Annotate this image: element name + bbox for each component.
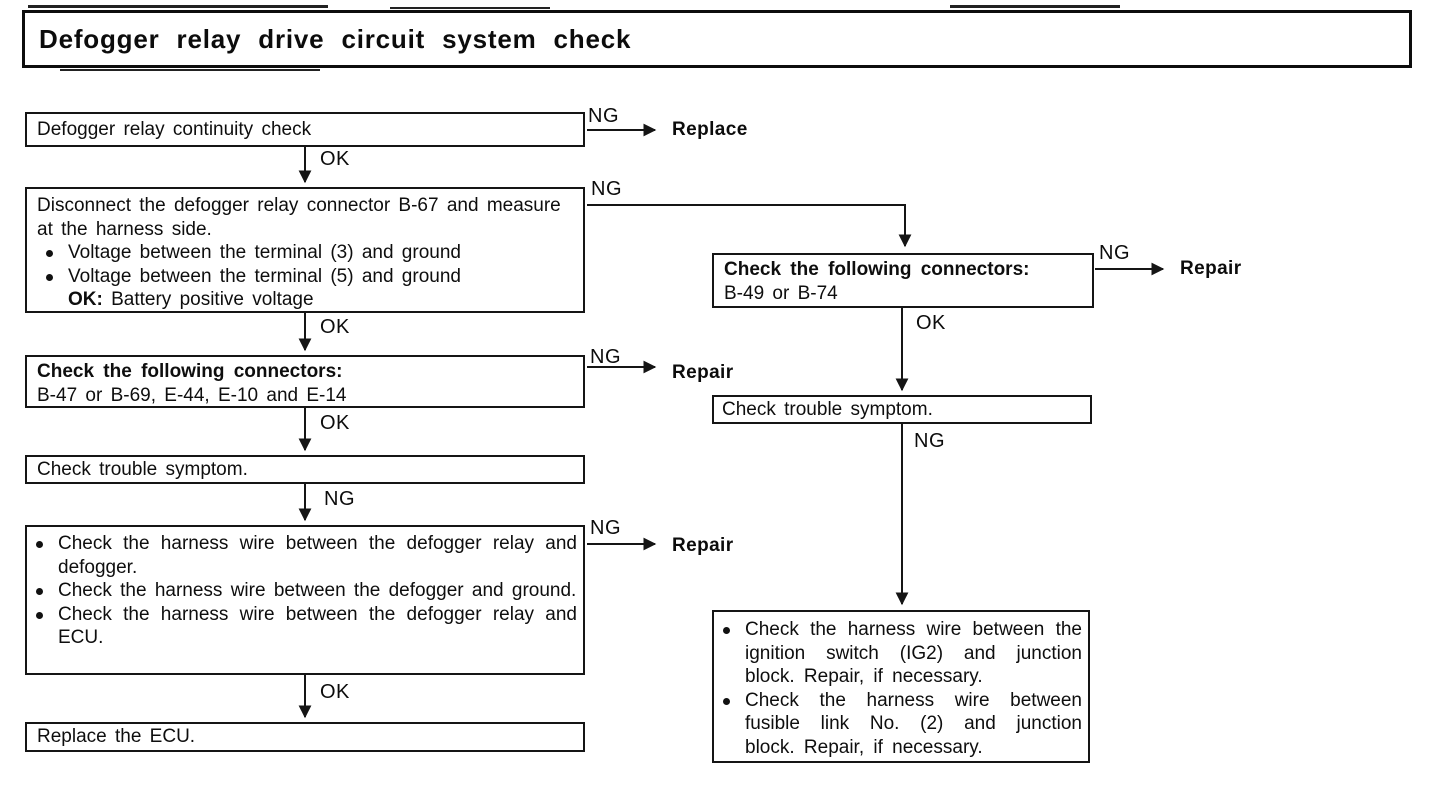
- box-text: Defogger relay continuity check: [37, 118, 312, 140]
- bullet-item: Check the harness wire between the defog…: [27, 603, 583, 650]
- box-text: Check trouble symptom.: [37, 458, 248, 480]
- bullet-text: Check the harness wire between the ignit…: [745, 619, 1082, 687]
- bullet-icon: [46, 273, 53, 281]
- connector-disconnect-ng-right: [587, 204, 912, 248]
- box-text-line: Disconnect the defogger relay connector …: [37, 195, 561, 216]
- flow-box-relay-continuity-check: Defogger relay continuity check: [25, 112, 585, 147]
- flow-box-check-harness-ignition-fusible: Check the harness wire between the ignit…: [712, 610, 1090, 763]
- bullet-item: Check the harness wire between fusible l…: [714, 689, 1088, 760]
- box-text: Check trouble symptom.: [722, 398, 933, 420]
- ng-label-connectors-right: NG: [1099, 242, 1130, 264]
- ng-label-symptom-right: NG: [914, 430, 945, 452]
- scan-streak: [950, 5, 1120, 8]
- ok-condition-line: OK: Battery positive voltage: [68, 288, 575, 312]
- ng-label-harness-left: NG: [590, 517, 621, 539]
- box-heading: Check the following connectors:: [724, 259, 1030, 280]
- page-title: Defogger relay drive circuit system chec…: [39, 23, 632, 54]
- ok-label-continuity: OK: [320, 148, 350, 170]
- bullet-text: Check the harness wire between the defog…: [58, 533, 577, 578]
- repair-label-connectors-right: Repair: [1180, 258, 1242, 279]
- ng-label-connectors-left: NG: [590, 346, 621, 368]
- ng-label-symptom-left: NG: [324, 488, 355, 510]
- flow-box-disconnect-relay-measure: Disconnect the defogger relay connector …: [25, 187, 585, 313]
- bullet-icon: [36, 588, 43, 595]
- bullet-item: Check the harness wire between the ignit…: [714, 618, 1088, 689]
- ng-label-disconnect: NG: [591, 178, 622, 200]
- box-text-line: B-49 or B-74: [724, 282, 838, 304]
- bullet-item: Check the harness wire between the defog…: [27, 579, 583, 603]
- scan-streak: [390, 7, 550, 9]
- replace-label: Replace: [672, 119, 748, 140]
- flow-box-check-trouble-symptom-left: Check trouble symptom.: [25, 455, 585, 484]
- scan-streak: [28, 5, 328, 8]
- box-heading: Check the following connectors:: [37, 361, 343, 382]
- bullet-icon: [723, 627, 730, 634]
- repair-label-connectors-left: Repair: [672, 362, 734, 383]
- bullet-icon: [723, 697, 730, 705]
- ok-label-harness-left: OK: [320, 681, 350, 703]
- box-text-line: B-47 or B-69, E-44, E-10 and E-14: [37, 384, 347, 406]
- bullet-text: Voltage between the terminal (5) and gro…: [68, 265, 461, 287]
- ok-condition-value: Battery positive voltage: [111, 289, 314, 310]
- flow-box-check-connectors-right: Check the following connectors: B-49 or …: [712, 253, 1094, 308]
- bullet-icon: [36, 611, 43, 619]
- bullet-text: Check the harness wire between the defog…: [58, 603, 577, 649]
- box-text: Replace the ECU.: [37, 726, 196, 748]
- ng-label-continuity: NG: [588, 105, 619, 127]
- ok-condition-label: OK:: [68, 289, 103, 310]
- repair-label-harness-left: Repair: [672, 535, 734, 556]
- ok-label-disconnect: OK: [320, 316, 350, 338]
- bullet-icon: [46, 250, 53, 257]
- bullet-item: Voltage between the terminal (5) and gro…: [37, 265, 575, 289]
- bullet-icon: [36, 541, 43, 548]
- ok-label-connectors-left: OK: [320, 412, 350, 434]
- title-box: Defogger relay drive circuit system chec…: [22, 10, 1412, 68]
- bullet-text: Check the harness wire between the defog…: [58, 580, 577, 601]
- bullet-item: Voltage between the terminal (3) and gro…: [37, 241, 575, 265]
- flow-box-check-trouble-symptom-right: Check trouble symptom.: [712, 395, 1092, 424]
- flow-box-replace-ecu: Replace the ECU.: [25, 722, 585, 752]
- flow-box-check-connectors-left: Check the following connectors: B-47 or …: [25, 355, 585, 408]
- bullet-item: Check the harness wire between the defog…: [27, 532, 583, 579]
- flow-box-check-harness-wires: Check the harness wire between the defog…: [25, 525, 585, 675]
- scan-streak: [60, 69, 320, 71]
- box-text-line: at the harness side.: [37, 218, 212, 240]
- ok-label-connectors-right: OK: [916, 312, 946, 334]
- bullet-text: Check the harness wire between fusible l…: [745, 689, 1082, 758]
- bullet-text: Voltage between the terminal (3) and gro…: [68, 242, 461, 263]
